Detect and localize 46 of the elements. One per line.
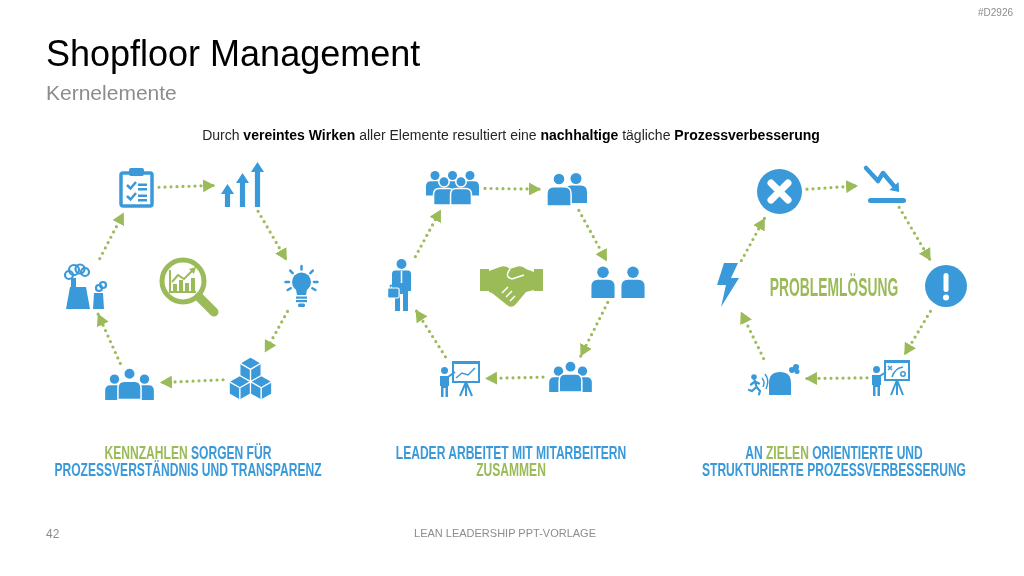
arrow <box>577 208 609 264</box>
arrow <box>256 209 289 263</box>
arrow <box>739 216 767 263</box>
arrow <box>96 311 122 366</box>
arrow <box>157 179 217 193</box>
caption-text: KENNZAHLEN SORGEN FÜR PROZESSVERSTÄNDNIS UND TRANSPARENZ <box>53 445 323 479</box>
arrow <box>413 207 443 259</box>
arrow <box>483 371 545 385</box>
page-number: 42 <box>46 528 60 540</box>
subtitle: Kernelemente <box>46 82 177 103</box>
running-person-icon <box>747 363 800 395</box>
people-group-icon <box>104 368 155 400</box>
arrow <box>98 210 126 261</box>
document-code: #D2926 <box>977 8 1013 18</box>
arrow <box>902 309 933 357</box>
arrow <box>805 180 860 194</box>
arrow <box>483 182 543 196</box>
arrow <box>897 205 933 263</box>
center-heading: PROBLEMLÖSUNG <box>769 275 899 300</box>
lightning-icon <box>717 263 739 307</box>
arrow <box>263 309 290 355</box>
people-group-icon <box>425 171 480 205</box>
arrow <box>578 300 610 359</box>
businessman-icon <box>387 259 413 311</box>
footer-text: LEAN LEADERSHIP PPT-VORLAGE <box>414 528 596 539</box>
arrow <box>158 375 225 389</box>
slide-title: Shopfloor Management <box>46 36 421 72</box>
lightbulb-icon <box>283 265 320 307</box>
two-people-icon <box>590 266 646 298</box>
rising-arrows-icon <box>220 162 265 207</box>
arrow <box>739 309 766 361</box>
cross-circle-icon <box>757 168 802 214</box>
clipboard-icon <box>119 168 154 208</box>
intro-sentence: Durch vereintes Wirken aller Elemente resultiert eine nachhaltige tägliche Prozessverbesserung <box>202 128 820 142</box>
presenter-icon <box>439 361 480 397</box>
people-group-icon <box>548 361 593 392</box>
presenter-icon <box>872 359 910 396</box>
down-trend-icon <box>863 165 908 203</box>
arrow <box>414 308 448 359</box>
factory-icon <box>63 263 108 309</box>
two-people-icon <box>546 173 589 206</box>
exclamation-icon <box>924 265 967 307</box>
caption-text: AN ZIELEN ORIENTIERTE UND STRUKTURIERTE PROZESSVERBESSERUNG <box>701 445 967 479</box>
caption-text: LEADER ARBEITET MIT MITARBEITERN ZUSAMMEN <box>394 445 628 479</box>
cubes-icon <box>228 357 273 400</box>
arrow <box>803 371 869 385</box>
